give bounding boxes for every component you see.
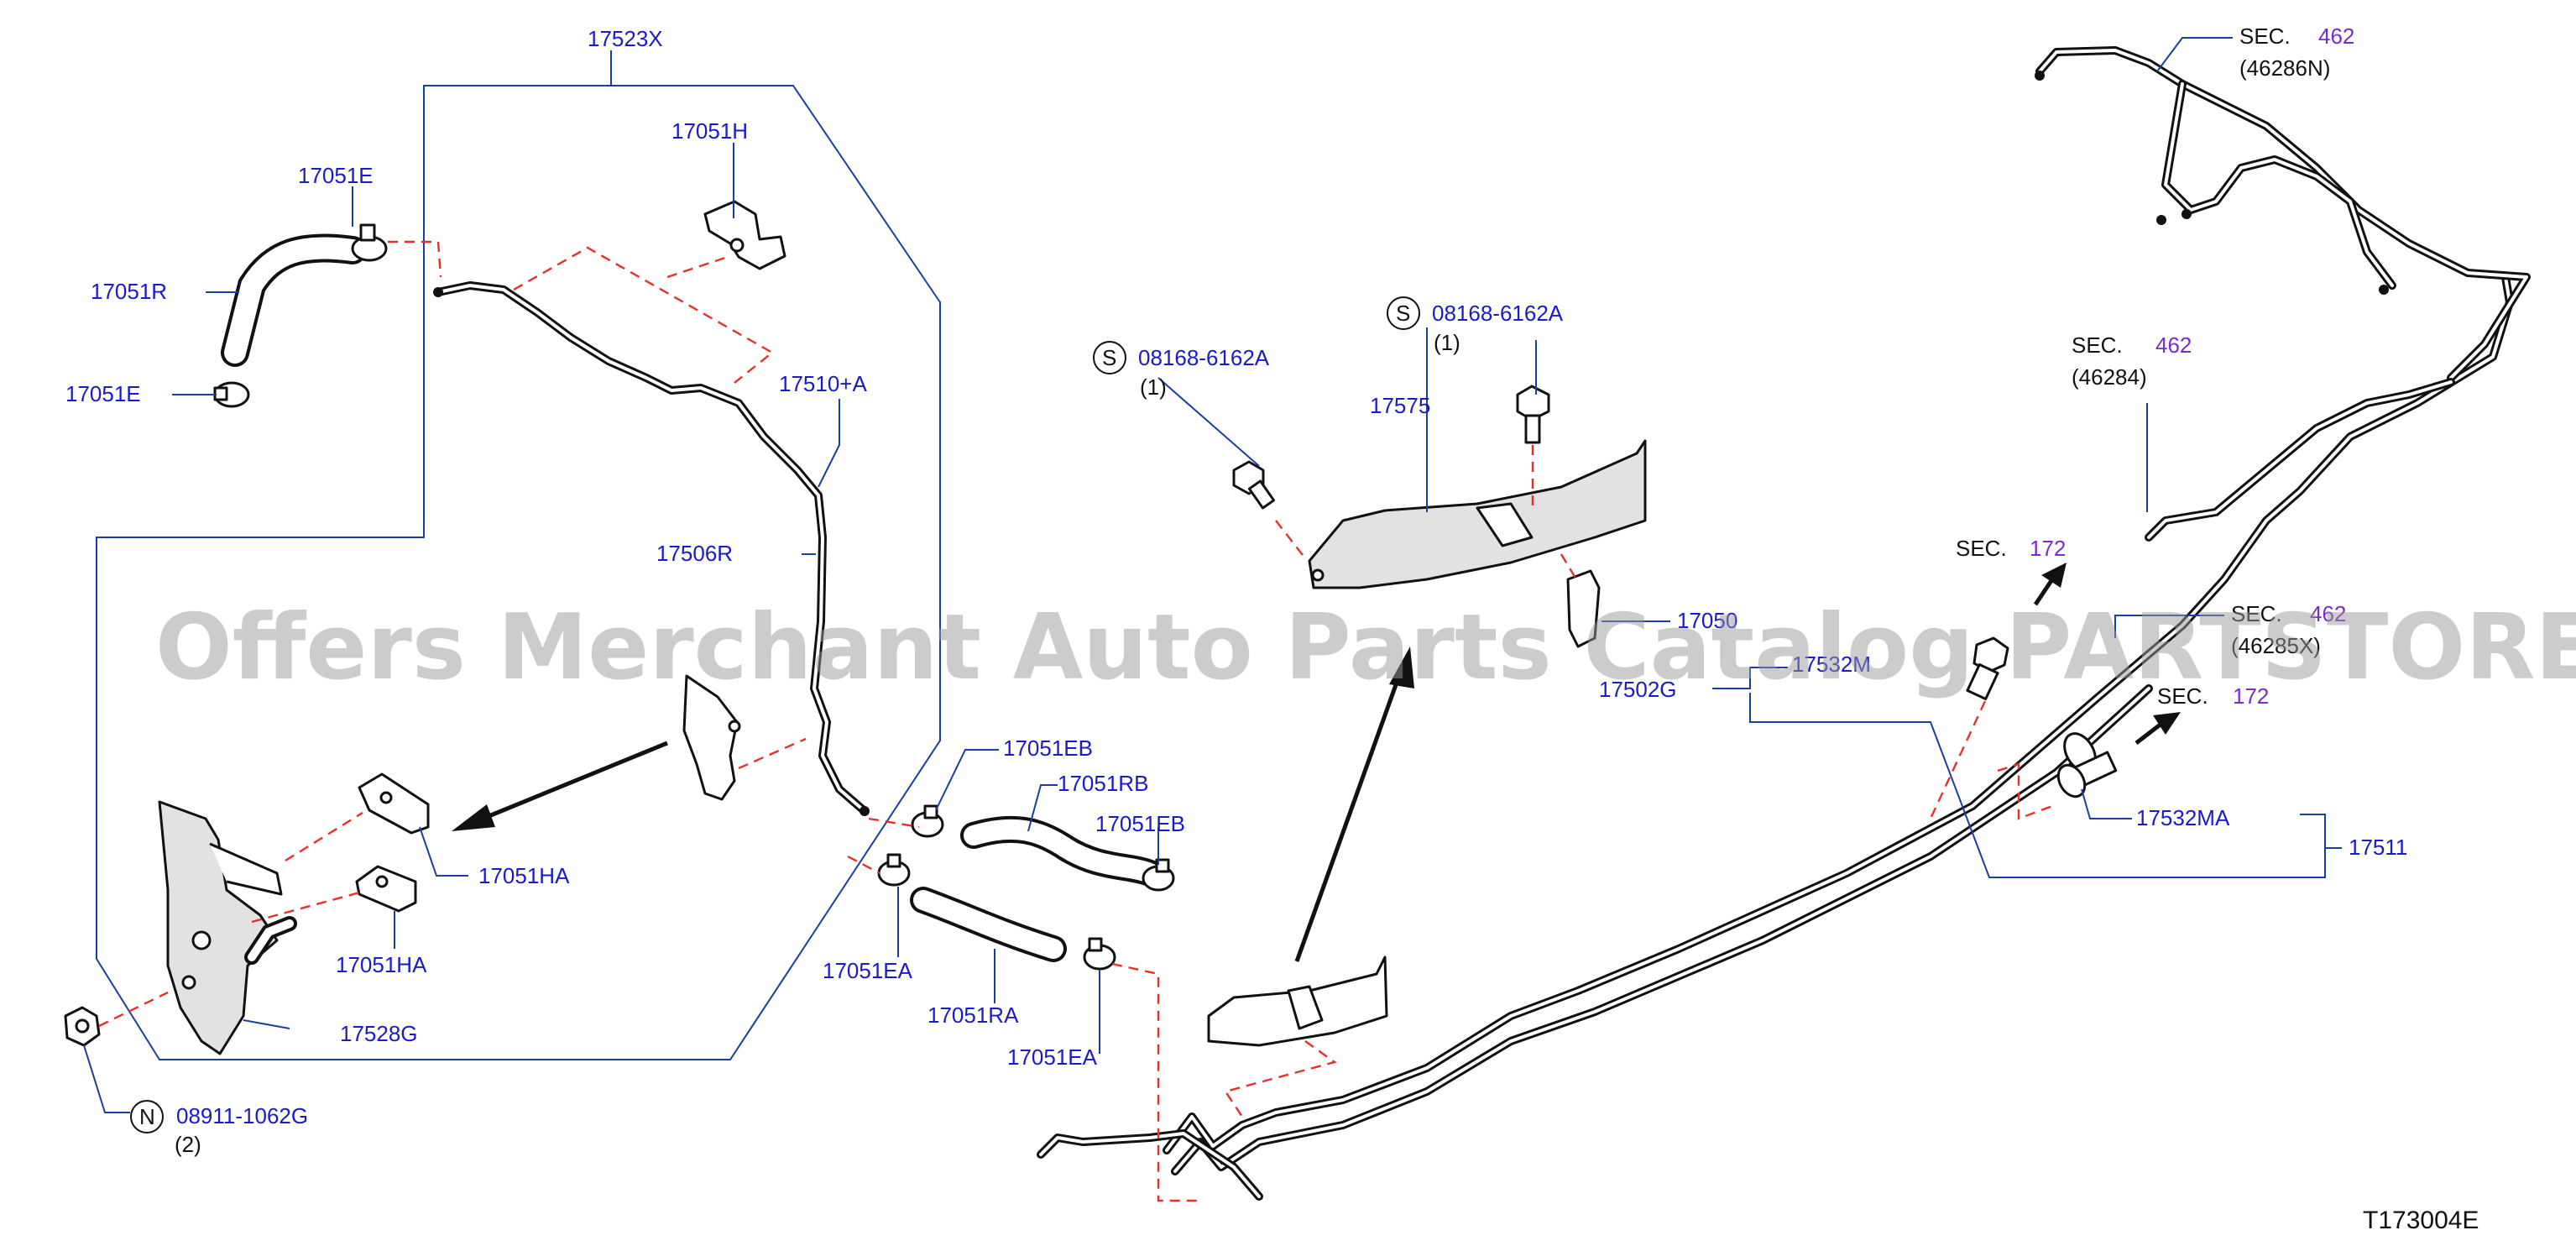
leader-lines — [83, 37, 2342, 1113]
label-17051ha-1[interactable]: 17051HA — [478, 863, 570, 888]
label-17528g[interactable]: 17528G — [340, 1021, 418, 1046]
label-08911-1062g[interactable]: 08911-1062G — [176, 1103, 308, 1128]
clip-17051h[interactable] — [703, 200, 786, 270]
sec-462-top-word: SEC. — [2239, 24, 2291, 49]
label-17051ea-2[interactable]: 17051EA — [1007, 1044, 1098, 1070]
clamp-17051eb-1[interactable] — [911, 804, 944, 838]
nut-08911-1062g[interactable] — [64, 1006, 101, 1047]
label-08168-6162a-right[interactable]: 08168-6162A — [1432, 301, 1564, 326]
symbol-circle-s-left — [1093, 341, 1126, 374]
label-17051ea-1[interactable]: 17051EA — [823, 958, 913, 983]
clip-17050[interactable] — [1566, 569, 1601, 648]
qty-08168-right: (1) — [1434, 330, 1460, 355]
assembly-17523x-outline — [96, 85, 941, 1060]
symbol-circle-s-right — [1387, 296, 1420, 330]
sec-462-low-word: SEC. — [2231, 601, 2282, 626]
arrow-sec172-a — [2033, 578, 2055, 606]
label-17502g[interactable]: 17502G — [1599, 677, 1677, 702]
label-17051ha-2[interactable]: 17051HA — [336, 952, 427, 977]
sec-172-a-num[interactable]: 172 — [2030, 536, 2066, 561]
connector-17532ma[interactable] — [2053, 728, 2118, 801]
bolt-08168-6162a-right[interactable] — [1516, 385, 1550, 444]
label-17051ra[interactable]: 17051RA — [927, 1003, 1019, 1028]
label-17511[interactable]: 17511 — [2349, 835, 2407, 860]
qty-08168-left: (1) — [1140, 374, 1167, 400]
label-08168-6162a-left[interactable]: 08168-6162A — [1138, 345, 1270, 370]
arrow-to-bracket-17575 — [1294, 679, 1400, 962]
clip-17051ha-upper[interactable] — [358, 772, 430, 835]
sec-462-low-sub: (46285X) — [2231, 633, 2321, 658]
arrow-sec172-b — [2134, 722, 2163, 745]
sec-172-b-word: SEC. — [2157, 683, 2208, 709]
bolt-08168-6162a-left[interactable] — [1232, 460, 1276, 510]
sec-462-mid-word: SEC. — [2072, 332, 2123, 358]
label-17051eb-1[interactable]: 17051EB — [1003, 736, 1093, 761]
symbol-s-right: S — [1396, 301, 1410, 326]
label-17050[interactable]: 17050 — [1677, 608, 1737, 633]
sec-462-low-num[interactable]: 462 — [2310, 601, 2346, 626]
label-17051e-bottom[interactable]: 17051E — [65, 381, 141, 406]
label-17532ma[interactable]: 17532MA — [2136, 805, 2230, 830]
clamp-17051e-bottom[interactable] — [213, 381, 250, 408]
label-17506r[interactable]: 17506R — [656, 541, 733, 566]
clamp-17051e-top[interactable] — [351, 223, 388, 262]
diagram-code: T173004E — [2363, 1207, 2479, 1234]
sec-462-top-sub: (46286N) — [2239, 55, 2330, 81]
symbol-s-left: S — [1102, 345, 1116, 370]
pipe-17511[interactable] — [1037, 273, 2514, 1201]
bracket-lower — [1207, 955, 1388, 1047]
clamp-17051ea-2[interactable] — [1083, 937, 1116, 971]
label-17532m[interactable]: 17532M — [1792, 652, 1871, 677]
symbol-circle-n — [130, 1100, 164, 1133]
label-17575[interactable]: 17575 — [1370, 393, 1430, 418]
qty-08911: (2) — [175, 1132, 201, 1157]
bracket-mid — [682, 674, 741, 801]
label-17051eb-2[interactable]: 17051EB — [1095, 811, 1185, 836]
connector-17532m[interactable] — [1966, 636, 2009, 700]
label-17510a[interactable]: 17510+A — [779, 371, 867, 396]
watermark: Offers Merchant Auto Parts Catalog PARTS… — [155, 595, 2576, 700]
label-17051h[interactable]: 17051H — [671, 118, 748, 144]
label-17051e-top[interactable]: 17051E — [298, 163, 374, 188]
bracket-17528g[interactable] — [158, 800, 297, 1055]
sec-462-top-num[interactable]: 462 — [2318, 24, 2354, 49]
bracket-17575[interactable] — [1308, 439, 1647, 589]
clamp-17051ea-1[interactable] — [877, 853, 911, 887]
dashed-leaders — [98, 240, 2053, 1202]
sec-172-b-num[interactable]: 172 — [2233, 683, 2269, 709]
clamp-17051eb-2[interactable] — [1142, 858, 1175, 892]
label-17051r[interactable]: 17051R — [91, 279, 167, 304]
sec-172-a-word: SEC. — [1956, 536, 2007, 561]
symbol-n: N — [139, 1104, 155, 1129]
arrow-to-bracket — [482, 741, 668, 821]
clip-17051ha-lower[interactable] — [355, 865, 417, 913]
label-17051rb[interactable]: 17051RB — [1058, 771, 1148, 796]
sec-462-mid-sub: (46284) — [2072, 364, 2147, 390]
pipe-sec462-upper — [2035, 46, 2531, 542]
pipe-17506r[interactable] — [434, 281, 869, 815]
sec-462-mid-num[interactable]: 462 — [2155, 332, 2192, 358]
label-17523x[interactable]: 17523X — [588, 26, 663, 51]
